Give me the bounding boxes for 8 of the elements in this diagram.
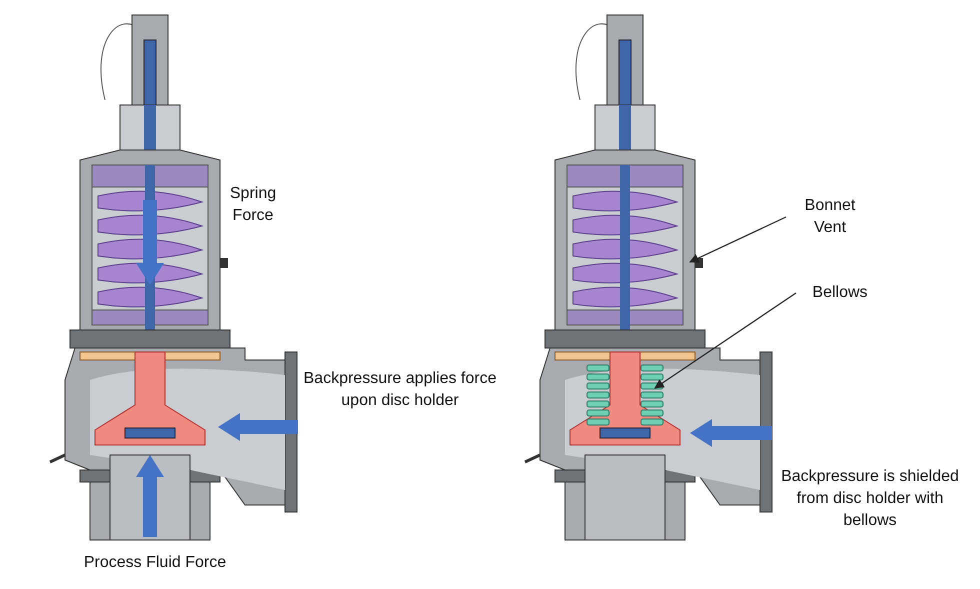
annotation-text: Backpressure is shielded from disc holder with bellows [780, 467, 960, 531]
leader-line [689, 216, 786, 263]
callout-label: Bellows [800, 282, 880, 304]
annotation-text: Spring Force [228, 184, 278, 226]
callout-label: Bonnet Vent [790, 195, 870, 239]
leader-line [654, 292, 796, 389]
annotation-text: Backpressure applies force upon disc holder [302, 369, 498, 411]
annotation-text: Process Fluid Force [82, 553, 228, 573]
